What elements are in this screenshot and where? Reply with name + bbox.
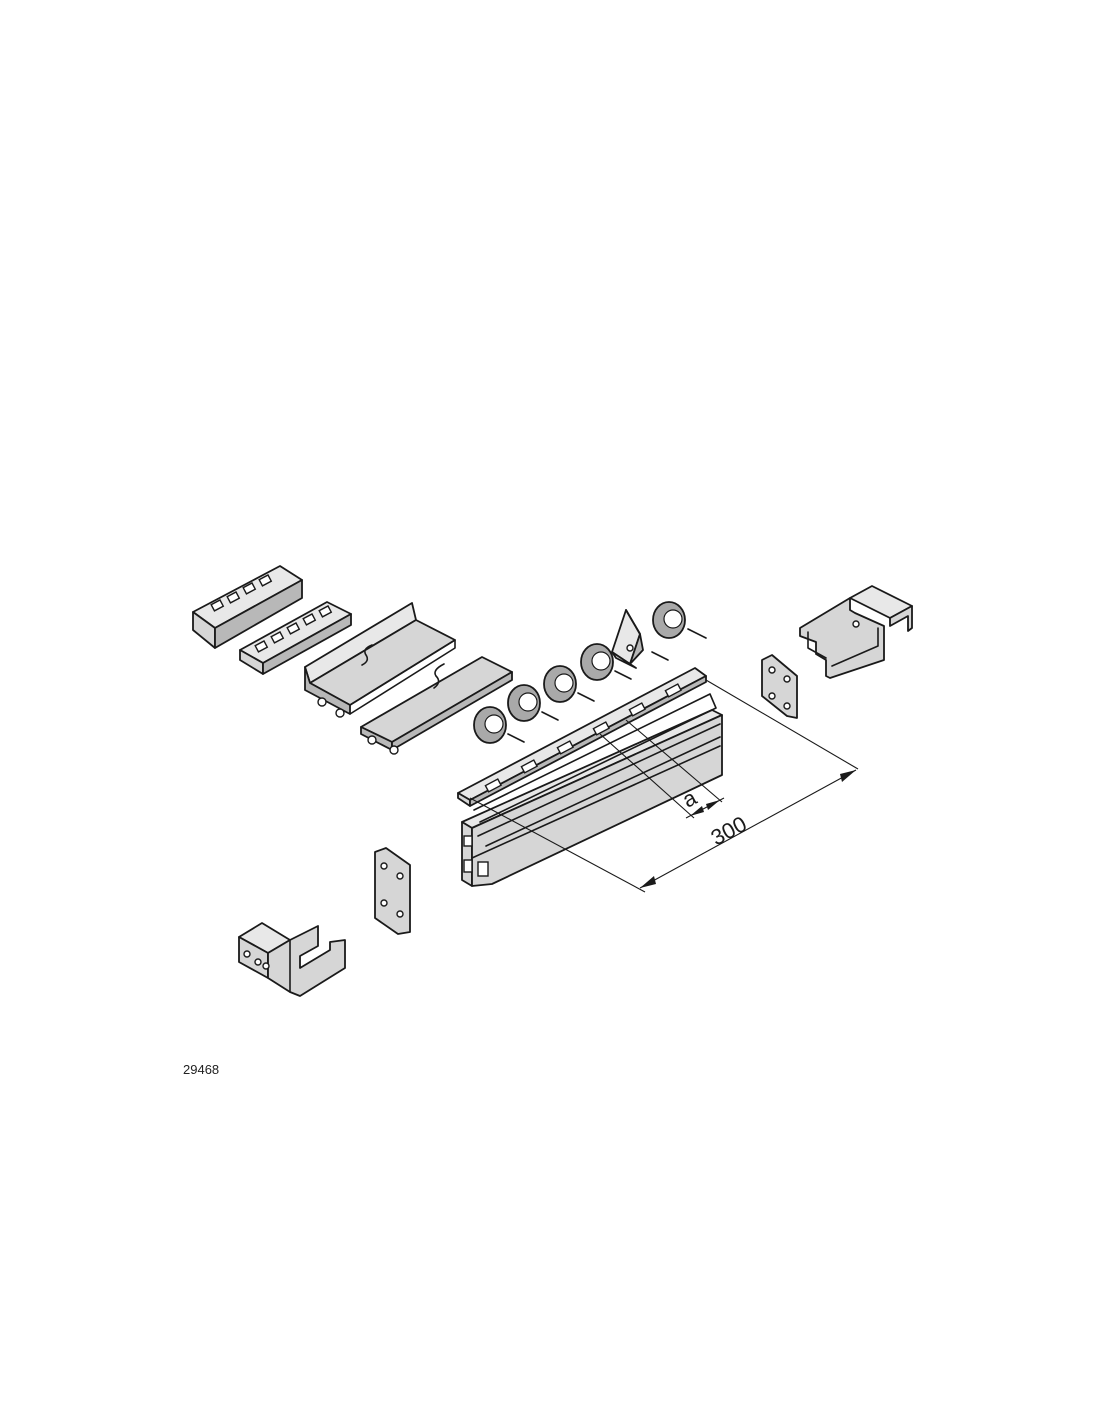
flat-cover-plate-part [360,656,513,755]
dimension-a-label: a [678,784,701,812]
roller-wheel-5 [652,601,707,639]
cover-profile-part [304,602,456,718]
triangular-bracket-part [611,609,644,669]
roller-wheel-2 [507,684,559,722]
end-cap-right [799,585,913,679]
end-plate-right [761,654,798,719]
main-profile-rail [457,667,723,887]
end-cap-left [238,922,346,997]
figure-id: 29468 [183,1062,220,1077]
end-plate-left [374,847,411,935]
chain-segment-part-1 [192,565,303,649]
chain-segment-part-2 [239,601,352,675]
axle-pin [651,651,669,661]
roller-wheel-4 [580,643,632,681]
roller-wheel-1 [473,706,525,744]
dimension-300-label: 300 [707,811,751,850]
roller-wheel-3 [543,665,595,703]
